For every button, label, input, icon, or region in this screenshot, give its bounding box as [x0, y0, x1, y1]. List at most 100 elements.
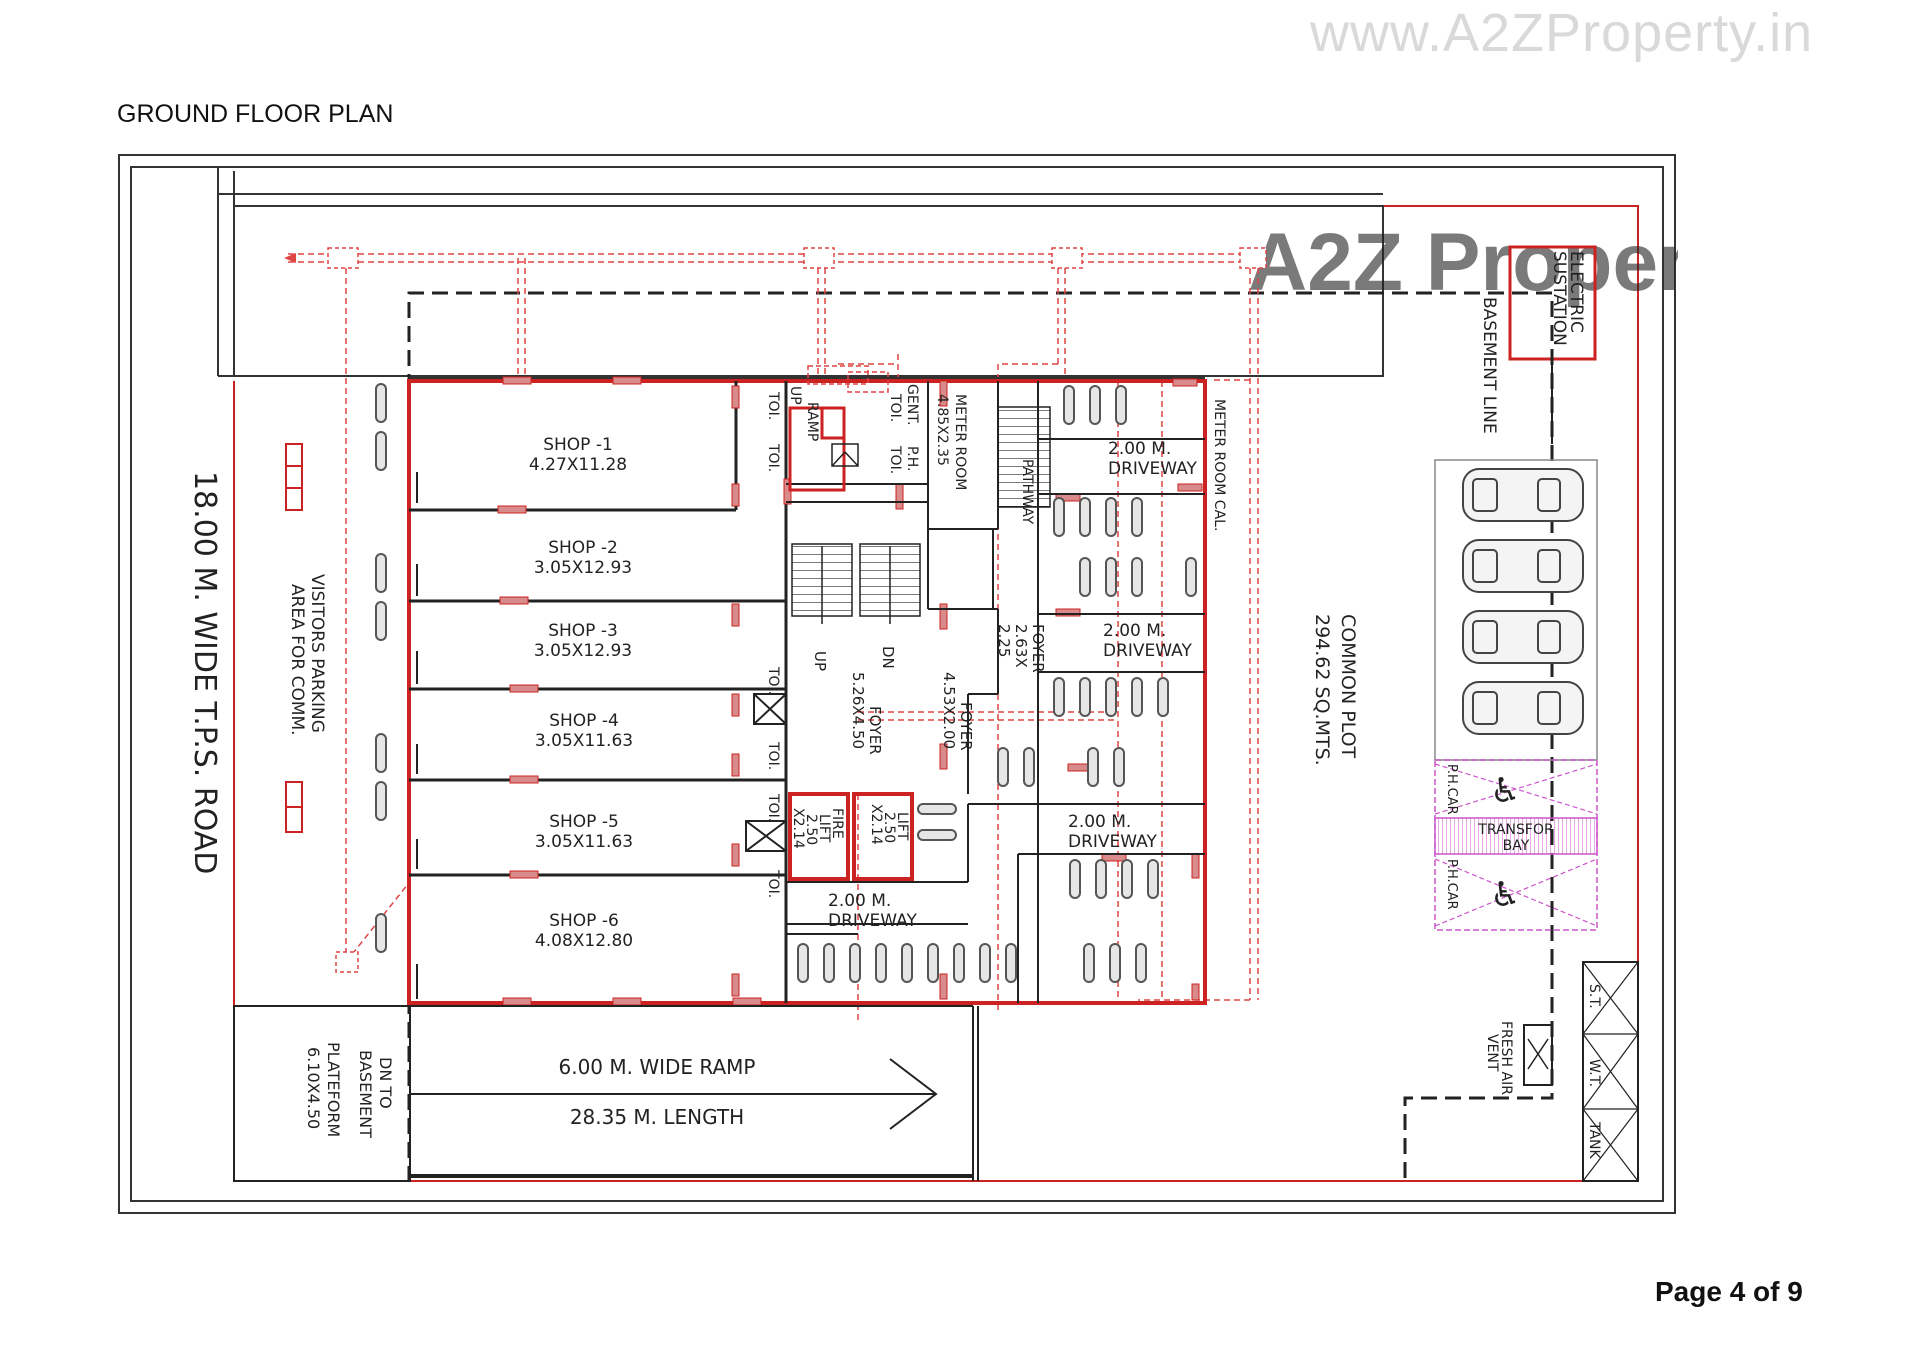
two-wheeler-parking: [375, 383, 1197, 983]
meter-room-name: METER ROOM: [952, 394, 968, 490]
lift-1: LIFT: [894, 812, 910, 841]
st-label: S.T.: [1586, 984, 1602, 1009]
page-number: Page 4 of 9: [1655, 1276, 1803, 1307]
pathway-stairs: [997, 406, 1051, 508]
driveway-1-label: DRIVEWAY: [1108, 459, 1197, 479]
foyer-main-name: FOYER: [866, 706, 884, 755]
ramp-small-label: RAMP: [804, 402, 820, 441]
driveway-3-label: DRIVEWAY: [1068, 832, 1157, 852]
top-strip: [233, 171, 1384, 377]
wheelchair-icon: ♿: [1490, 771, 1520, 811]
watermark-logo: A2Z Property: [1248, 217, 1678, 308]
fire-lift-3: 2.50: [803, 814, 819, 845]
up-label: UP: [811, 651, 829, 671]
shop-2-size: 3.05X12.93: [534, 558, 632, 578]
dn-label: DN: [879, 646, 897, 669]
outer-frame: [118, 154, 1676, 1214]
visitors-parking-line-2: AREA FOR COMM.: [287, 584, 307, 736]
toilet-label: TOI.: [765, 391, 781, 420]
electric-label: ELECTRIC: [1566, 251, 1586, 333]
plot-boundary: [233, 205, 1639, 1182]
watermark-url: www.A2ZProperty.in: [1310, 3, 1814, 63]
toilet-label: TOI.: [765, 443, 781, 472]
ph-car-label: P.H.CAR: [1444, 859, 1459, 910]
shop-5-name: SHOP -5: [549, 812, 619, 832]
visitors-parking-line-1: VISITORS PARKING: [307, 574, 327, 733]
lift-2: 2.50: [881, 812, 897, 843]
driveway-4-label: DRIVEWAY: [828, 911, 917, 931]
wheelchair-icon: ♿: [1490, 875, 1520, 915]
gent-toi-label-2: TOI.: [887, 393, 903, 422]
foyer-2-name: FOYER: [957, 702, 975, 751]
fire-lift-shaft: [788, 792, 850, 881]
transformer-bay: [1434, 817, 1598, 855]
foyer-main-size: 5.26X4.50: [849, 672, 867, 749]
wall-markers: [497, 376, 1203, 1006]
fire-lift-2: LIFT: [816, 814, 832, 843]
shop-2-name: SHOP -2: [548, 538, 618, 558]
shop-6-name: SHOP -6: [549, 911, 619, 931]
tank-block: [1582, 961, 1639, 1182]
meter-room-size: 4.85X2.35: [934, 394, 950, 466]
fire-lift-1: FIRE: [829, 808, 845, 839]
toilet-label: TOI.: [765, 666, 781, 695]
foyer-2-size: 4.53X2.00: [940, 672, 958, 749]
shop-1-name: SHOP -1: [543, 435, 613, 455]
ground-floor-plan-drawing: A2Z Property ELECTRIC SUSTATION BASEMENT…: [118, 154, 1678, 1214]
transformer-bay-label-1: TRANSFOR: [1477, 822, 1554, 838]
car-symbols: [1462, 468, 1584, 735]
toilet-label: TOI.: [765, 869, 781, 898]
page-title: GROUND FLOOR PLAN: [117, 100, 394, 128]
gent-toi-label-1: GENT.: [904, 384, 920, 426]
pathway-label: PATHWAY: [1019, 459, 1035, 525]
driveway-2-label: DRIVEWAY: [1103, 641, 1192, 661]
toilet-label: TOI.: [765, 741, 781, 770]
tank-label: TANK: [1586, 1121, 1602, 1160]
lift-3: X2.14: [868, 804, 884, 845]
shop-5-size: 3.05X11.63: [535, 832, 633, 852]
up-short-label: UP: [787, 386, 803, 405]
fresh-air-label: FRESH AIR: [1498, 1021, 1514, 1095]
lift-shaft: [852, 792, 914, 881]
shop-3-size: 3.05X12.93: [534, 641, 632, 661]
shop-4-name: SHOP -4: [549, 711, 619, 731]
wt-label: W.T.: [1586, 1059, 1602, 1087]
core-walls: [786, 381, 1205, 1003]
dn-basement-1: DN TO: [376, 1057, 395, 1109]
toilet-label: TOI.: [765, 793, 781, 822]
foyer-3-name: FOYER: [1029, 624, 1047, 673]
foyer-3-size-2: 2.25: [995, 624, 1013, 657]
fresh-air-vent: [1523, 1024, 1553, 1086]
inner-frame: [130, 166, 1664, 1202]
driveway-1-width: 2.00 M.: [1108, 439, 1171, 459]
dn-basement-4: 6.10X4.50: [304, 1047, 323, 1129]
foyer-3-size-1: 2.63X: [1012, 624, 1030, 668]
common-plot-area: 294.62 SQ.MTS.: [1311, 614, 1333, 766]
dn-basement-2: BASEMENT: [356, 1050, 375, 1138]
ph-toi-label-1: P.H.: [904, 446, 920, 471]
substation-label: SUSTATION: [1549, 251, 1569, 346]
shop-4-size: 3.05X11.63: [535, 731, 633, 751]
transformer-bay-label-2: BAY: [1503, 838, 1530, 854]
road-label: 18.00 M. WIDE T.P.S. ROAD: [187, 471, 222, 874]
ph-car-label: P.H.CAR: [1444, 764, 1459, 815]
shop-6-size: 4.08X12.80: [535, 931, 633, 951]
ramp-width-label: 6.00 M. WIDE RAMP: [558, 1055, 755, 1079]
ph-toi-label-2: TOI.: [887, 445, 903, 474]
common-plot-label: COMMON PLOT: [1337, 614, 1359, 759]
shop-1-size: 4.27X11.28: [529, 455, 627, 475]
driveway-2-width: 2.00 M.: [1103, 621, 1166, 641]
ramp-arrow-head: [889, 1058, 938, 1130]
driveway-3-width: 2.00 M.: [1068, 812, 1131, 832]
building-outline: [407, 379, 1207, 1005]
fire-lift-4: X2.14: [790, 808, 806, 849]
service-chambers: [327, 247, 1267, 973]
basement-line-label: BASEMENT LINE: [1479, 297, 1499, 434]
dn-basement-3: PLATEFORM: [324, 1042, 343, 1137]
meter-room-cal-label: METER ROOM CAL.: [1211, 399, 1227, 531]
vent-label: VENT: [1484, 1034, 1500, 1072]
ramp-length-label: 28.35 M. LENGTH: [570, 1105, 744, 1129]
shop-3-name: SHOP -3: [548, 621, 618, 641]
outlet-arrow: [284, 253, 296, 263]
driveway-4-width: 2.00 M.: [828, 891, 891, 911]
